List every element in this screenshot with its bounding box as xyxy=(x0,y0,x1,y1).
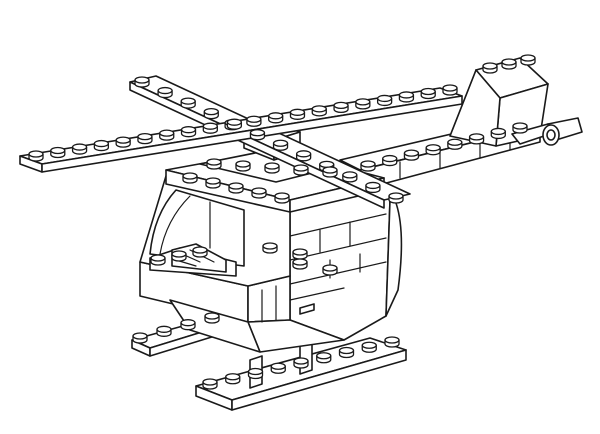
tail-rotor xyxy=(511,117,583,146)
seat-stud xyxy=(150,254,166,266)
rotor-stud xyxy=(365,181,381,194)
rotor-stud xyxy=(420,87,436,100)
skid-stud xyxy=(316,352,332,364)
body-stud xyxy=(292,248,308,260)
fin-stud xyxy=(501,58,517,70)
rotor-stud xyxy=(180,126,197,138)
skid-stud xyxy=(293,357,309,369)
rotor-stud xyxy=(311,105,327,117)
rotor-stud xyxy=(398,91,415,103)
skid-stud xyxy=(156,325,172,337)
roof-stud xyxy=(322,166,338,178)
rotor-stud xyxy=(333,101,349,114)
boom-stud xyxy=(447,138,463,150)
rotor-stud xyxy=(202,122,218,134)
boom-stud xyxy=(512,122,528,134)
skid-stud xyxy=(180,319,196,331)
skid-stud xyxy=(361,341,377,353)
rotor-stud xyxy=(376,94,393,107)
rotor-stud xyxy=(180,97,196,109)
boom-stud xyxy=(425,144,441,156)
skid-stud xyxy=(132,332,148,344)
rotor-stud xyxy=(28,150,44,162)
roof-stud xyxy=(293,164,309,176)
boom-stud xyxy=(468,133,485,145)
studs-layer xyxy=(28,54,536,390)
rotor-stud xyxy=(71,143,88,155)
roof-stud xyxy=(182,172,198,184)
rotor-stud xyxy=(355,98,371,110)
fin-stud xyxy=(482,62,498,74)
skid-stud xyxy=(202,378,218,390)
seat-stud xyxy=(192,246,208,258)
roof-stud xyxy=(251,187,267,199)
rotor-stud xyxy=(226,118,243,130)
rotor-stud xyxy=(295,150,312,162)
rotor-stud xyxy=(137,132,153,145)
rotor-stud xyxy=(246,115,262,127)
body-stud xyxy=(262,242,278,254)
seat-stud xyxy=(171,250,187,262)
boom-stud xyxy=(360,160,376,172)
skid-stud xyxy=(270,362,286,374)
skid-stud xyxy=(247,367,264,380)
fin-stud xyxy=(520,54,536,66)
roof-stud xyxy=(264,162,280,174)
rotor-stud xyxy=(203,107,219,120)
rotor-stud xyxy=(115,136,131,148)
rotor-stud xyxy=(272,139,289,151)
rotor-stud xyxy=(442,84,458,96)
boom-stud xyxy=(490,127,506,140)
skid-stud xyxy=(384,336,400,348)
roof-stud xyxy=(235,160,251,172)
body xyxy=(139,179,403,353)
roof-stud xyxy=(274,192,290,204)
roof-stud xyxy=(205,177,221,189)
rotor-stud xyxy=(388,192,404,204)
body-stud xyxy=(322,264,338,276)
boom-stud xyxy=(382,154,398,167)
rotor-stud xyxy=(50,146,66,159)
skid-stud xyxy=(338,346,355,359)
rotor-stud xyxy=(268,112,284,124)
body-stud xyxy=(292,258,308,270)
roof-stud xyxy=(206,158,222,170)
rotor-stud xyxy=(289,108,306,120)
roof-stud xyxy=(228,182,244,194)
skid-stud xyxy=(204,312,220,324)
skid-stud xyxy=(225,373,241,385)
rotor-stud xyxy=(249,129,266,141)
rotor-stud xyxy=(134,76,150,88)
boom-stud xyxy=(403,149,420,161)
rotor-stud xyxy=(342,171,358,183)
rotor-stud xyxy=(157,86,173,99)
rotor-stud xyxy=(93,139,110,152)
rotor-stud xyxy=(159,129,175,141)
